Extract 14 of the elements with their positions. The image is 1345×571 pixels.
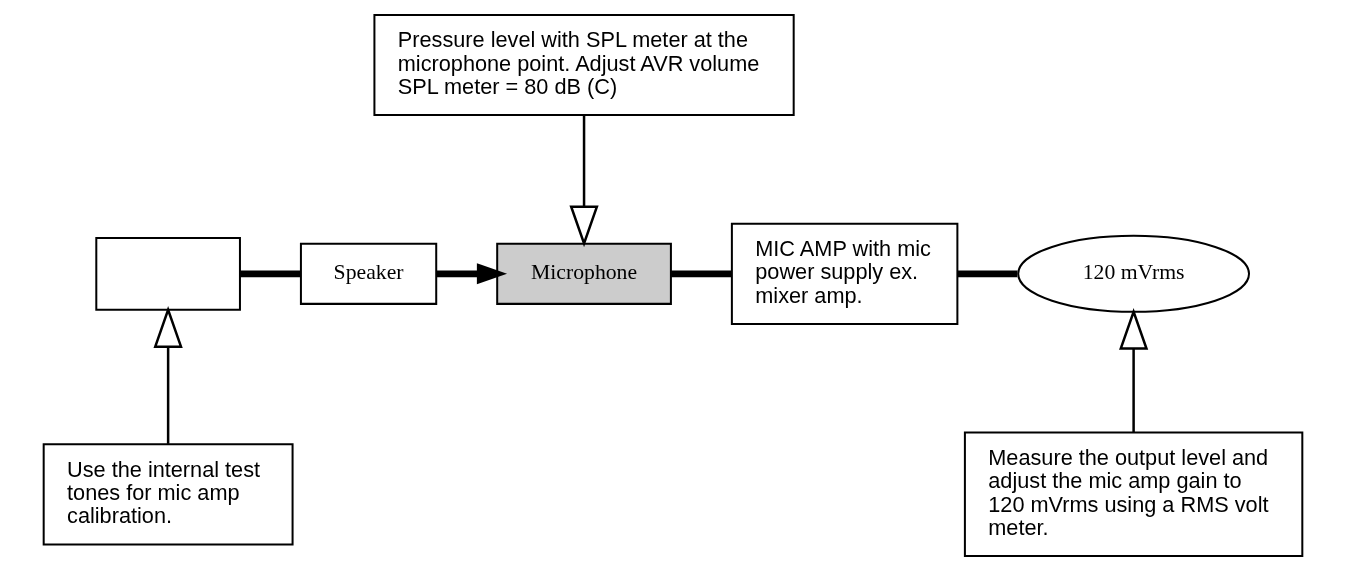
- node-box: Pressure level with SPL meter at the microphone point. Adjust AVR volume SPL meter = 80 dB (C): [372, 13, 795, 117]
- node-box: Measure the output level and adjust the mic amp gain to 120 mVrms using a RMS volt meter.: [963, 431, 1303, 558]
- arrow: [568, 115, 599, 248]
- connector: [239, 270, 301, 278]
- node-box: Use the internal test tones for mic amp calibration.: [42, 443, 294, 546]
- arrow: [435, 263, 507, 285]
- node-ellipse: 120 mVrms: [1016, 234, 1250, 313]
- node-box: Microphone: [495, 242, 672, 305]
- node-box: [94, 236, 241, 311]
- arrow: [153, 306, 183, 444]
- node-box: MIC AMP with mic power supply ex. mixer amp.: [730, 222, 958, 325]
- arrow: [1118, 308, 1148, 433]
- node-box: Speaker: [299, 242, 437, 305]
- connector: [957, 270, 1017, 278]
